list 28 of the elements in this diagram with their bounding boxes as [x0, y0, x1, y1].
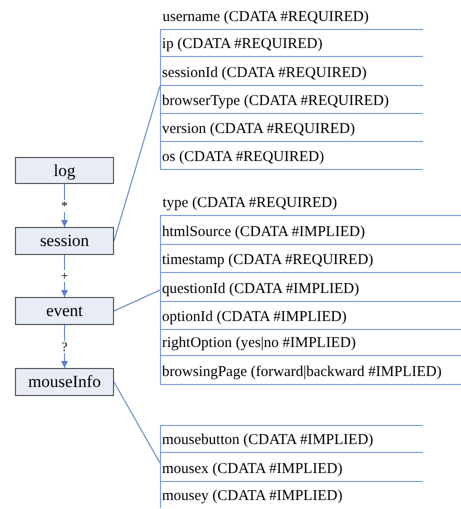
attribute-label: mousex (CDATA #IMPLIED) [162, 460, 342, 478]
edge-label: + [58, 270, 70, 282]
connector-line [114, 86, 160, 242]
edge-label: * [59, 200, 70, 212]
attribute-label: mousebutton (CDATA #IMPLIED) [162, 432, 374, 448]
element-box: event [15, 297, 114, 325]
attribute-label: username (CDATA #REQUIRED) [162, 9, 369, 26]
attribute-label: sessionId (CDATA #REQUIRED) [162, 65, 367, 82]
connector-line [114, 290, 160, 312]
attribute-label: ip (CDATA #REQUIRED) [162, 36, 322, 53]
attribute-label: rightOption (yes|no #IMPLIED) [162, 335, 356, 352]
attribute-label: htmlSource (CDATA #IMPLIED) [162, 224, 365, 241]
attribute-label: mousey (CDATA #IMPLIED) [162, 488, 342, 504]
arrow [61, 324, 68, 368]
element-box: session [15, 227, 114, 255]
attribute-label: version (CDATA #REQUIRED) [162, 121, 355, 138]
connector-line [114, 382, 160, 464]
attribute-label: os (CDATA #REQUIRED) [162, 149, 324, 166]
element-box: mouseInfo [15, 368, 114, 396]
attribute-label: optionId (CDATA #IMPLIED) [162, 309, 347, 326]
attribute-list [160, 425, 423, 508]
attribute-label: browserType (CDATA #REQUIRED) [162, 93, 389, 110]
attribute-label: browsingPage (forward|backward #IMPLIED) [162, 364, 442, 381]
attribute-label: timestamp (CDATA #REQUIRED) [162, 252, 374, 269]
element-box: log [15, 157, 114, 184]
edge-label: ? [60, 340, 70, 352]
attribute-label: type (CDATA #REQUIRED) [162, 195, 338, 212]
attribute-label: questionId (CDATA #IMPLIED) [162, 281, 360, 298]
